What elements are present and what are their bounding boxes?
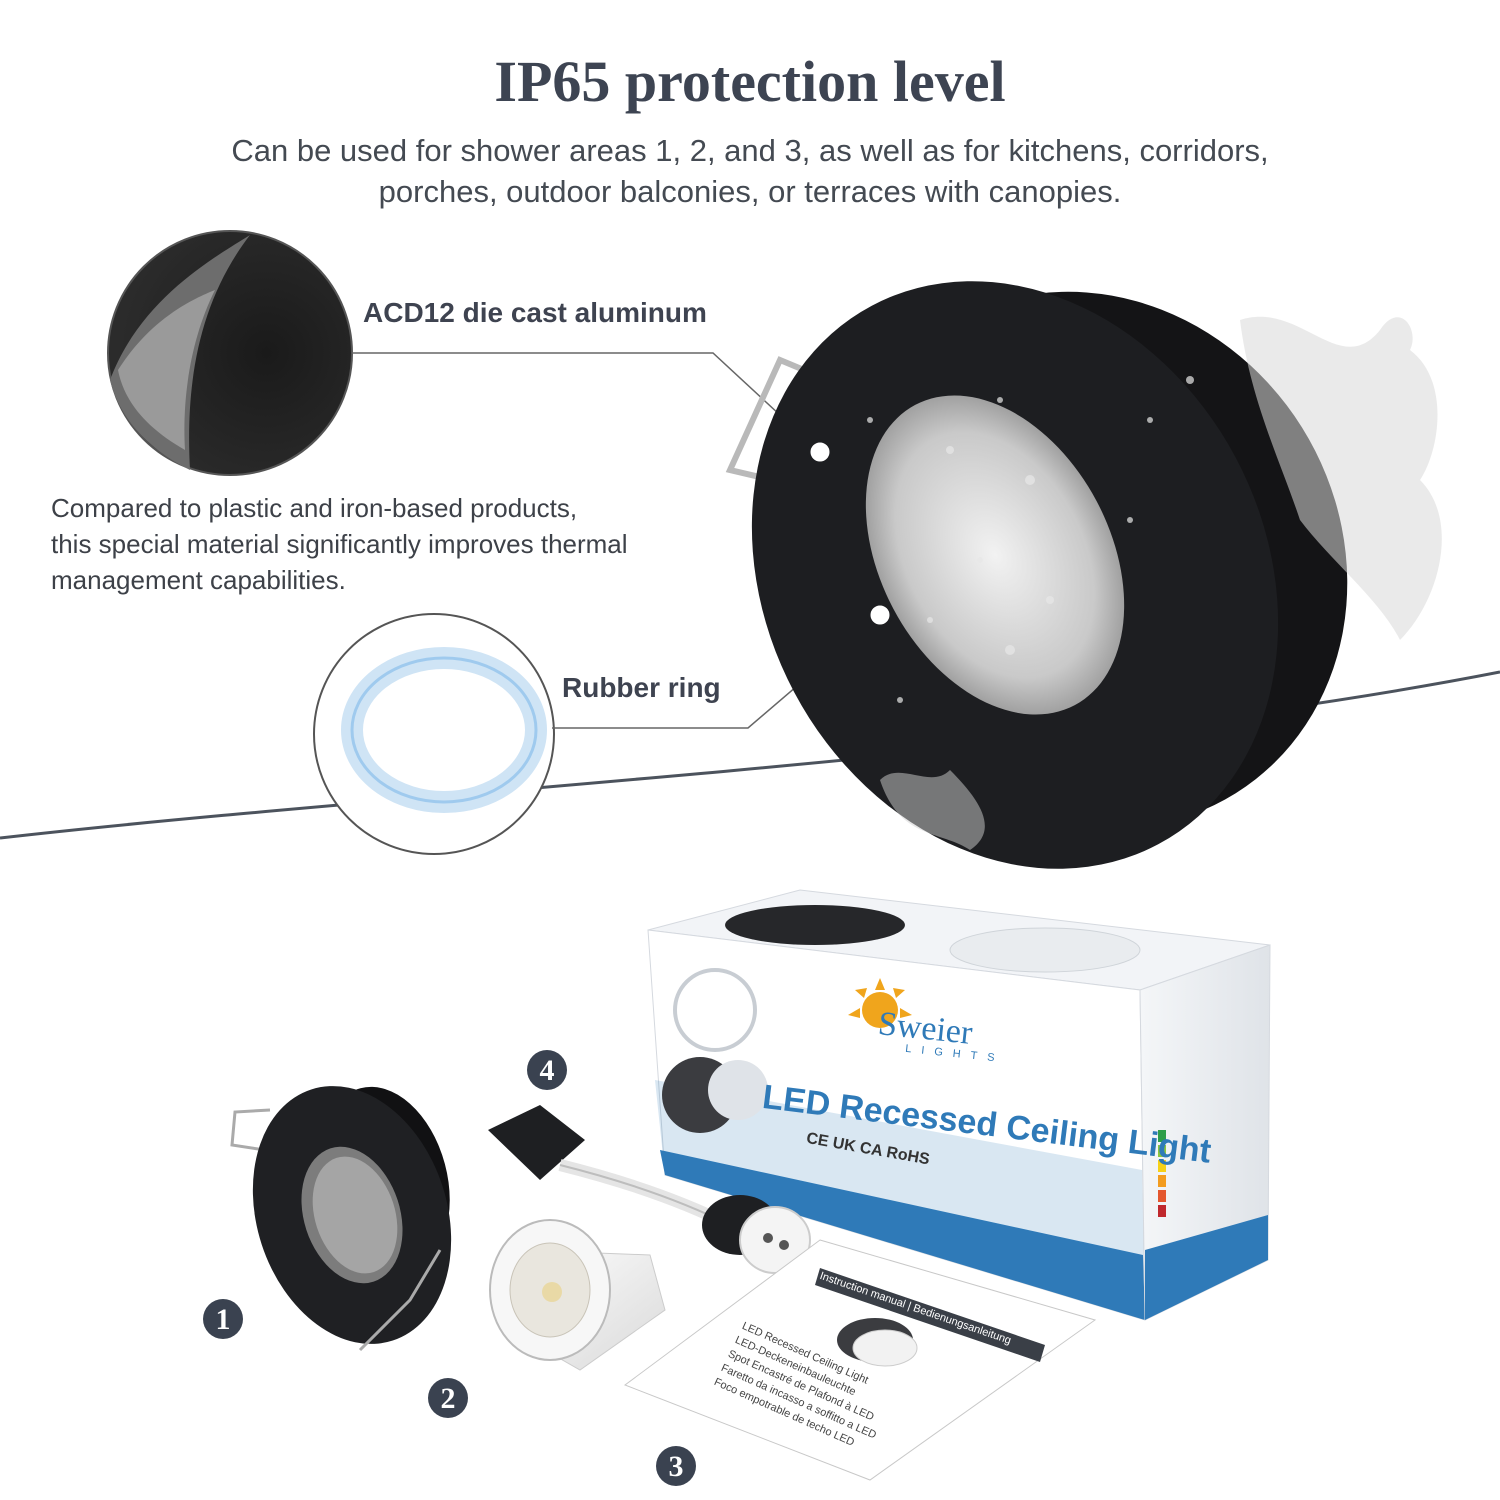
rubber-ring-feature-label: Rubber ring bbox=[562, 672, 721, 703]
item-number-badge-1: 1 bbox=[203, 1299, 243, 1339]
item-number-badge-3: 3 bbox=[656, 1446, 696, 1486]
aluminum-feature-label: ACD12 die cast aluminum bbox=[363, 297, 707, 328]
material-description-line-1: Compared to plastic and iron-based produ… bbox=[51, 493, 578, 523]
gu10-bulb-item-2 bbox=[489, 1219, 666, 1371]
product-box bbox=[647, 889, 1271, 1321]
gu10-socket-item-4 bbox=[488, 1105, 811, 1274]
brand-sun-logo bbox=[848, 978, 912, 1028]
page-title: IP65 protection level bbox=[494, 49, 1006, 114]
energy-label bbox=[1158, 1130, 1166, 1217]
instruction-manual-item-3 bbox=[623, 1239, 1097, 1481]
main-fixture bbox=[725, 281, 1442, 869]
subtitle-line-2: porches, outdoor balconies, or terraces … bbox=[378, 174, 1122, 209]
aluminum-zoom-circle bbox=[107, 230, 353, 476]
subtitle-line-1: Can be used for shower areas 1, 2, and 3… bbox=[231, 133, 1269, 168]
material-description-line-3: management capabilities. bbox=[51, 565, 346, 595]
fixture-item-1 bbox=[230, 1086, 452, 1352]
material-description-line-2: this special material significantly impr… bbox=[51, 529, 628, 559]
item-number-badge-2: 2 bbox=[428, 1378, 468, 1418]
rubber-ring-zoom-circle bbox=[313, 613, 555, 855]
item-number-badge-4: 4 bbox=[527, 1050, 567, 1090]
